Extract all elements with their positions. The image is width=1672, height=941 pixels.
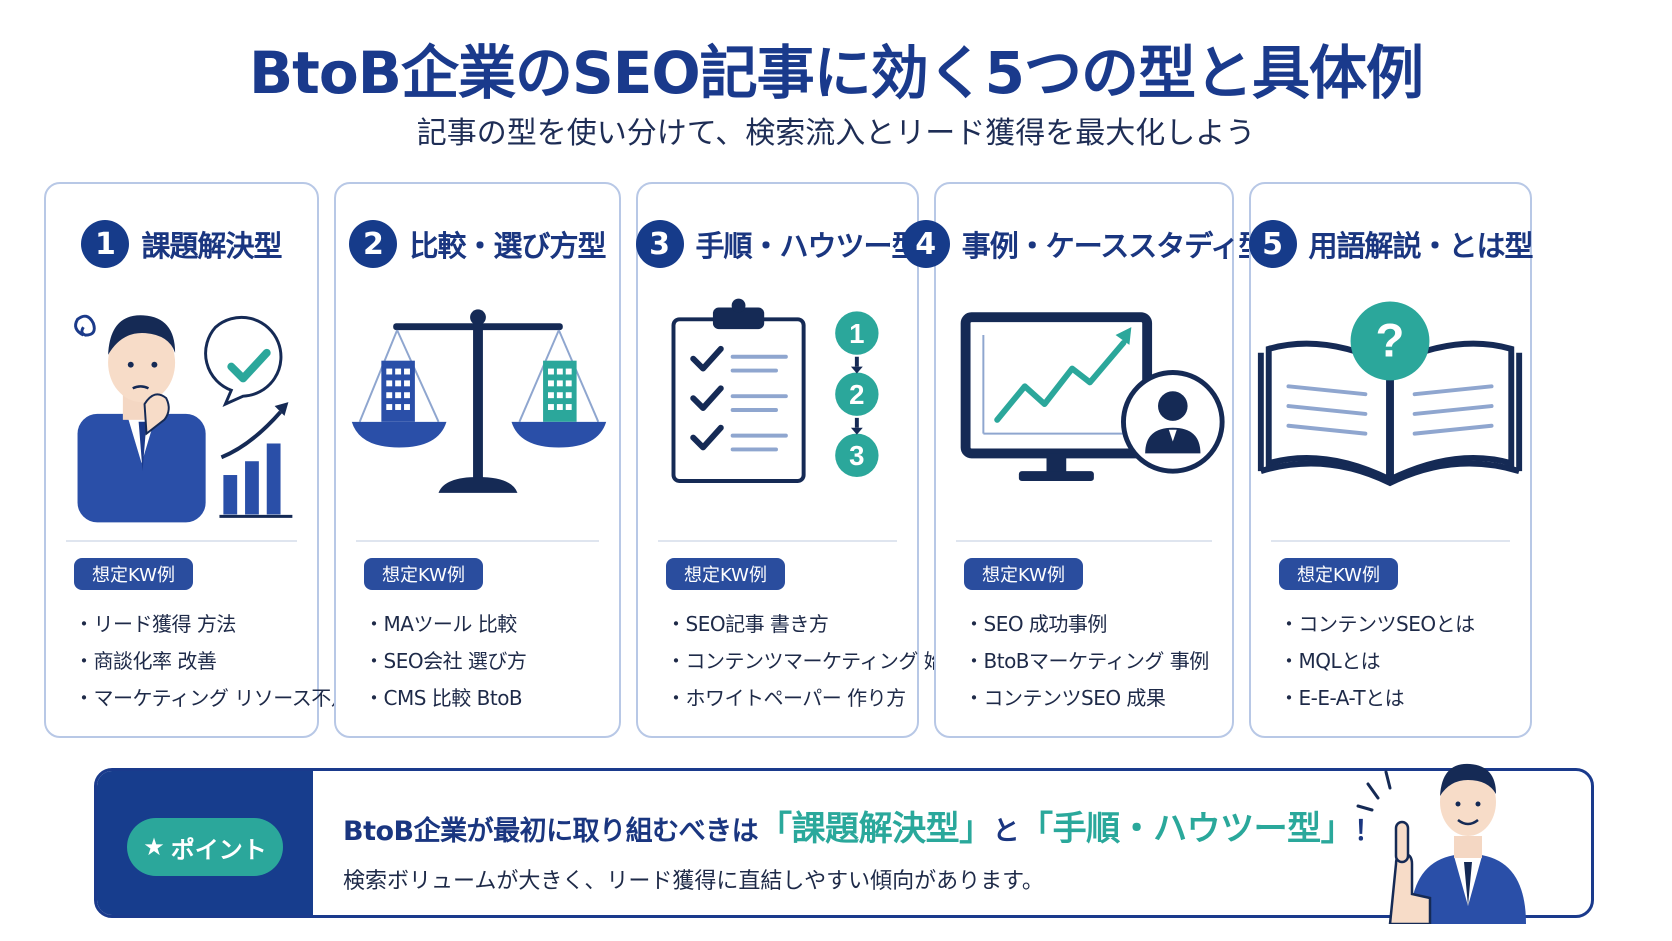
point-connector: と (992, 816, 1020, 847)
page-title: BtoB企業のSEO記事に効く5つの型と具体例 (248, 39, 1424, 107)
card-number: 3 (635, 220, 684, 268)
point-prefix: BtoB企業が最初に取り組むべきは (343, 816, 759, 847)
balance-scale-icon (351, 309, 607, 493)
keyword-item: SEO記事 書き方 (666, 606, 982, 643)
keyword-list: MAツール 比較 SEO会社 選び方 CMS 比較 BtoB (364, 606, 527, 717)
keyword-item: 商談化率 改善 (74, 643, 350, 680)
star-icon: ★ (143, 833, 165, 861)
keyword-list: SEO 成功事例 BtoBマーケティング 事例 コンテンツSEO 成果 (964, 606, 1210, 717)
keyword-list: コンテンツSEOとは MQLとは E-E-A-Tとは (1279, 606, 1476, 717)
point-highlight: 「手順・ハウツー型」 (1019, 809, 1355, 849)
card-title: 事例・ケーススタディ型 (961, 229, 1268, 263)
point-headline: BtoB企業が最初に取り組むべきは「課題解決型」と「手順・ハウツー型」！ (343, 801, 1381, 850)
card-header: 2 比較・選び方型 (336, 220, 619, 268)
keyword-list: SEO記事 書き方 コンテンツマーケティング 始め方 ホワイトペーパー 作り方 (666, 606, 983, 717)
monitor-chart-icon (960, 312, 1225, 482)
card-howto: 3 手順・ハウツー型 1 2 (635, 182, 983, 738)
card-title: 手順・ハウツー型 (695, 229, 921, 263)
kw-badge: 想定KW例 (1279, 558, 1398, 590)
card-problem-solving: 1 課題解決型 (44, 182, 351, 738)
kw-badge: 想定KW例 (74, 558, 193, 590)
point-description: 検索ボリュームが大きく、リード獲得に直結しやすい傾向があります。 (343, 869, 1044, 894)
point-left-panel: ★ ポイント (97, 771, 313, 915)
point-highlight: 「課題解決型」 (758, 809, 993, 849)
card-number: 5 (1248, 220, 1297, 268)
card-divider (356, 540, 599, 542)
keyword-item: CMS 比較 BtoB (364, 680, 526, 717)
kw-badge: 想定KW例 (364, 558, 483, 590)
bar-chart-icon (219, 402, 293, 518)
step-number: 1 (849, 318, 864, 349)
card-title: 課題解決型 (141, 229, 282, 263)
card-divider (66, 540, 297, 542)
card-number: 4 (901, 220, 950, 268)
keyword-item: コンテンツSEOとは (1279, 606, 1476, 643)
pointing-person-icon (1356, 763, 1526, 924)
checkmark-bubble-icon (204, 315, 283, 407)
card-divider (1271, 540, 1510, 542)
keyword-item: マーケティング リソース不足 (74, 680, 351, 717)
card-glossary: 5 用語解説・とは型 ? 想定KW例 コンテンツSEOとは MQLとは E-E-… (1248, 182, 1534, 738)
card-title: 用語解説・とは型 (1308, 229, 1534, 263)
question-glyph: ? (1376, 315, 1405, 368)
question-mark-icon (1350, 301, 1430, 381)
thinking-person-icon (74, 314, 293, 523)
card-number: 2 (349, 220, 398, 268)
step-number: 3 (849, 440, 864, 471)
card-row: 1 課題解決型 (44, 182, 1632, 742)
clipboard-checklist-icon: 1 2 3 (671, 298, 879, 483)
keyword-list: リード獲得 方法 商談化率 改善 マーケティング リソース不足 (74, 606, 351, 717)
point-suffix: ！ (1354, 816, 1381, 847)
card-title: 比較・選び方型 (409, 229, 606, 263)
card-case-study: 4 事例・ケーススタディ型 想定KW例 SEO 成功事例 BtoBマーケティング… (901, 182, 1267, 738)
keyword-item: コンテンツSEO 成果 (964, 680, 1209, 717)
card-header: 3 手順・ハウツー型 (635, 220, 921, 268)
card-number: 1 (81, 220, 130, 268)
step-number: 2 (849, 379, 864, 410)
keyword-item: コンテンツマーケティング 始め方 (666, 643, 983, 680)
keyword-item: MAツール 比較 (364, 606, 526, 643)
card-divider (658, 540, 897, 542)
keyword-item: ホワイトペーパー 作り方 (666, 680, 982, 717)
point-badge: ★ ポイント (127, 818, 283, 876)
person-avatar-icon (1121, 370, 1225, 474)
kw-badge: 想定KW例 (666, 558, 785, 590)
keyword-item: リード獲得 方法 (74, 606, 350, 643)
keyword-item: E-E-A-Tとは (1279, 680, 1475, 717)
keyword-item: BtoBマーケティング 事例 (964, 643, 1210, 680)
card-header: 1 課題解決型 (46, 220, 317, 268)
keyword-item: SEO 成功事例 (964, 606, 1209, 643)
point-badge-label: ポイント (170, 835, 267, 864)
card-divider (956, 540, 1212, 542)
card-header: 5 用語解説・とは型 (1248, 220, 1534, 268)
page-subtitle: 記事の型を使い分けて、検索流入とリード獲得を最大化しよう (416, 116, 1256, 151)
open-book-icon: ? (1257, 301, 1523, 487)
keyword-item: MQLとは (1279, 643, 1475, 680)
card-header: 4 事例・ケーススタディ型 (901, 220, 1267, 268)
keyword-item: SEO会社 選び方 (364, 643, 527, 680)
kw-badge: 想定KW例 (964, 558, 1083, 590)
card-comparison: 2 比較・選び方型 (334, 182, 621, 738)
point-box: ★ ポイント BtoB企業が最初に取り組むべきは「課題解決型」と「手順・ハウツー… (94, 768, 1594, 918)
